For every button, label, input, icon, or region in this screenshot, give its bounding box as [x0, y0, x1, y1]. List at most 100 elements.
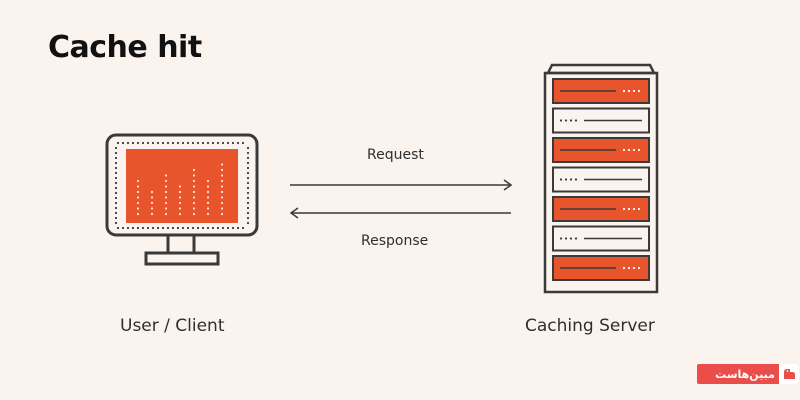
monitor-dot	[114, 196, 118, 200]
monitor-dot	[246, 186, 250, 190]
screen-dot	[164, 207, 168, 210]
watermark-text: مبین‌هاست	[715, 367, 775, 381]
screen-dot	[220, 168, 224, 172]
monitor-dot	[206, 226, 210, 230]
monitor-dot	[236, 226, 240, 230]
server-slot-dot	[627, 266, 631, 270]
monitor-dot	[114, 206, 118, 210]
screen-dot	[220, 179, 224, 183]
monitor-dot	[241, 226, 245, 230]
monitor-dot	[114, 191, 118, 195]
server-slot	[552, 107, 650, 134]
monitor-dot	[216, 141, 220, 145]
screen-dot	[164, 212, 168, 216]
screen-dot	[164, 174, 168, 177]
monitor-dot	[186, 226, 190, 230]
server-slot-dot	[569, 119, 573, 122]
monitor-dot	[151, 226, 155, 230]
server-slot-dot	[574, 178, 578, 181]
monitor-dot	[114, 221, 118, 225]
server-slot	[552, 137, 650, 163]
screen-dot	[192, 201, 196, 205]
client-monitor-icon	[105, 133, 259, 266]
monitor-dot	[181, 141, 185, 145]
screen-dot	[178, 190, 182, 194]
monitor-dot	[241, 141, 245, 145]
monitor-dot	[131, 226, 135, 230]
server-slot-dot	[627, 89, 631, 93]
response-label: Response	[361, 233, 429, 249]
monitor-dot	[114, 171, 118, 175]
server-slot	[552, 225, 650, 252]
monitor-dot	[114, 201, 118, 205]
server-slot-dot	[622, 266, 626, 270]
server-slot-dot	[632, 266, 636, 270]
screen-dot	[192, 190, 196, 194]
screen-dot	[150, 212, 154, 216]
monitor-dot	[114, 211, 118, 215]
screen-dot	[164, 196, 168, 199]
monitor-dot	[206, 141, 210, 145]
monitor-dot	[246, 176, 250, 180]
screen-dot	[136, 212, 140, 216]
watermark-icon	[779, 364, 799, 384]
server-slot-dot	[637, 207, 641, 211]
monitor-dot	[114, 161, 118, 165]
monitor-dot	[246, 211, 250, 215]
server-slot-dot	[637, 89, 641, 93]
monitor-dot	[201, 226, 205, 230]
monitor-dot	[136, 226, 140, 230]
monitor-dot	[236, 141, 240, 145]
screen-dot	[220, 190, 224, 194]
monitor-dot	[246, 206, 250, 210]
monitor-dot	[166, 141, 170, 145]
server-slot	[552, 166, 650, 193]
monitor-dot	[171, 226, 175, 230]
server-slot-body	[552, 107, 650, 134]
server-slot-dot	[569, 178, 573, 181]
monitor-dot	[146, 141, 150, 145]
server-slot-body	[552, 225, 650, 252]
monitor-dot	[246, 151, 250, 155]
screen-dot	[136, 190, 140, 194]
server-slot-dot	[559, 237, 563, 240]
monitor-dot	[246, 146, 250, 150]
monitor-dot	[114, 186, 118, 190]
screen-dot	[178, 207, 182, 210]
screen-dot	[150, 201, 154, 205]
screen-dot	[136, 179, 140, 183]
monitor-dot	[146, 226, 150, 230]
monitor-dot	[161, 226, 165, 230]
server-slot-dot	[622, 207, 626, 211]
monitor-dot	[246, 181, 250, 185]
monitor-dot	[191, 226, 195, 230]
screen-dot	[220, 163, 224, 166]
screen-dot	[136, 201, 140, 205]
diagram-title: Cache hit	[48, 30, 202, 65]
server-slot-dot	[564, 178, 568, 181]
screen-dot	[192, 207, 196, 210]
server-slot-dot	[622, 148, 626, 152]
server-slot-dot	[632, 207, 636, 211]
monitor-dot	[114, 151, 118, 155]
monitor-dot	[114, 216, 118, 220]
server-slot-dot	[622, 89, 626, 93]
monitor-dot	[246, 191, 250, 195]
screen-dot	[206, 201, 210, 205]
monitor-dot	[226, 141, 230, 145]
monitor-dot	[231, 141, 235, 145]
screen-dot	[164, 201, 168, 205]
monitor-dot	[246, 221, 250, 225]
screen-dot	[164, 190, 168, 194]
screen-dot	[192, 174, 196, 177]
server-slot-dot	[564, 119, 568, 122]
screen-dot	[220, 185, 224, 188]
monitor-dot	[121, 141, 125, 145]
server-slot-dot	[559, 178, 563, 181]
monitor-dot	[201, 141, 205, 145]
monitor-dot	[211, 226, 215, 230]
server-slot-dot	[559, 119, 563, 122]
server-slot-body	[552, 166, 650, 193]
monitor-dot	[161, 141, 165, 145]
screen-dot	[220, 174, 224, 177]
